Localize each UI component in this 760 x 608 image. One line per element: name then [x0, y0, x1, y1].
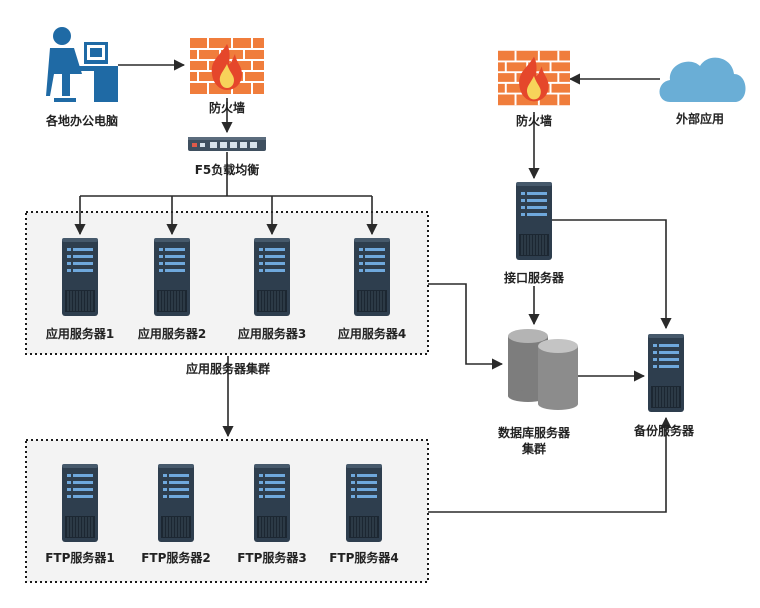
edge-app-cluster-to-db: [428, 283, 504, 370]
external-app-label: 外部应用: [676, 111, 724, 126]
network-switch-icon: [188, 137, 266, 151]
firewall-icon: [190, 38, 264, 94]
app-server-label: 应用服务器1: [46, 326, 114, 341]
db-cluster-label: 集群: [521, 441, 546, 456]
server-rack-icon: [154, 238, 190, 316]
connections: [74, 59, 672, 513]
interface-server-label: 接口服务器: [504, 270, 565, 285]
ftp-server-label: FTP服务器1: [45, 550, 115, 565]
server-rack-icon: [158, 464, 194, 542]
app-cluster-label: 应用服务器集群: [186, 361, 270, 376]
app-server-label: 应用服务器3: [238, 326, 306, 341]
office-pc-label: 各地办公电脑: [45, 113, 118, 128]
server-rack-icon: [648, 334, 684, 412]
ftp-server-label: FTP服务器3: [237, 550, 307, 565]
ftp-server-label: FTP服务器4: [329, 550, 399, 565]
firewall-internal-label: 防火墙: [209, 100, 245, 115]
server-rack-icon: [346, 464, 382, 542]
server-rack-icon: [516, 182, 552, 260]
server-rack-icon: [354, 238, 390, 316]
backup-server-label: 备份服务器: [633, 423, 695, 438]
f5-label: F5负载均衡: [195, 162, 260, 177]
cloud-icon: [659, 57, 746, 102]
firewall-icon: [498, 50, 570, 106]
server-rack-icon: [254, 238, 290, 316]
app-server-label: 应用服务器4: [338, 326, 406, 341]
firewall-external-label: 防火墙: [516, 113, 552, 128]
server-rack-icon: [254, 464, 290, 542]
server-rack-icon: [62, 238, 98, 316]
database-icon: [508, 329, 578, 410]
app-server-label: 应用服务器2: [138, 326, 206, 341]
db-cluster-label: 数据库服务器: [498, 425, 571, 440]
edge-interface-to-backup: [552, 219, 672, 330]
server-rack-icon: [62, 464, 98, 542]
person-at-computer-icon: [46, 27, 118, 102]
ftp-server-label: FTP服务器2: [141, 550, 211, 565]
edge-ftp-cluster-to-backup: [428, 416, 672, 513]
